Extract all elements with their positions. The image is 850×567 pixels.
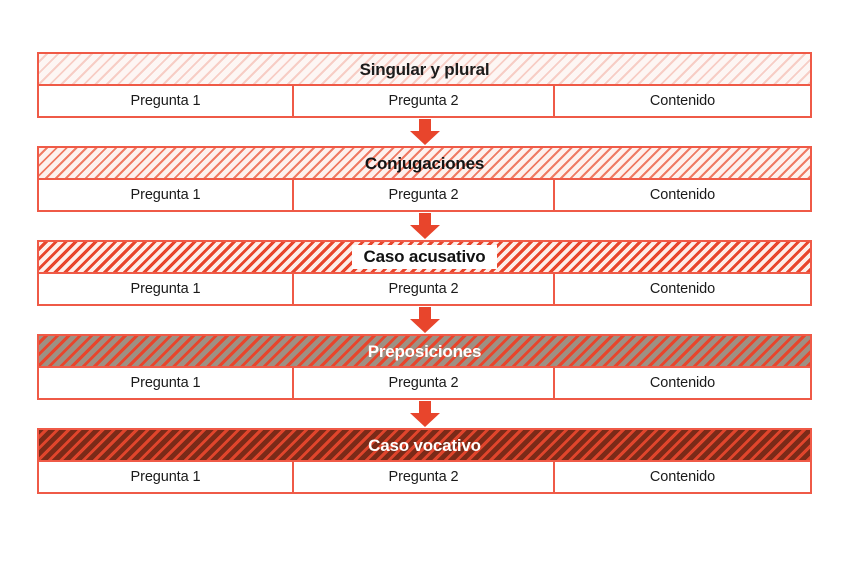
block-header-bar-2[interactable]: Conjugaciones [37,146,812,180]
block-cells-row-4: Pregunta 1 Pregunta 2 Contenido [37,368,812,400]
block-header-bar-1[interactable]: Singular y plural [37,52,812,86]
hatch-pattern-4 [39,336,810,366]
cell-pregunta-2-block-3[interactable]: Pregunta 2 [294,274,555,304]
hatch-pattern-5 [39,430,810,460]
hatch-pattern-2 [39,148,810,178]
diagram-block-3: Caso acusativo Pregunta 1 Pregunta 2 Con… [37,240,812,306]
cell-contenido-block-4[interactable]: Contenido [649,375,716,391]
block-cells-row-3: Pregunta 1 Pregunta 2 Contenido [37,274,812,306]
connector-2-to-3 [37,212,812,240]
cell-pregunta-2-block-2[interactable]: Pregunta 2 [294,180,555,210]
cell-pregunta-1-block-3[interactable]: Pregunta 1 [39,274,294,304]
block-title-4: Preposiciones [367,341,482,361]
diagram-block-4: Preposiciones Pregunta 1 Pregunta 2 Cont… [37,334,812,400]
arrow-down-icon [409,307,440,333]
block-title-5: Caso vocativo [368,435,481,455]
block-header-bar-3[interactable]: Caso acusativo [37,240,812,274]
block-cells-row-5: Pregunta 1 Pregunta 2 Contenido [37,462,812,494]
block-title-2: Conjugaciones [364,153,485,173]
arrow-down-icon [409,119,440,145]
block-header-bar-5[interactable]: Caso vocativo [37,428,812,462]
block-title-3: Caso acusativo [351,245,498,269]
block-cells-row-2: Pregunta 1 Pregunta 2 Contenido [37,180,812,212]
cell-pregunta-1-block-5[interactable]: Pregunta 1 [39,462,294,492]
cell-pregunta-2-block-5[interactable]: Pregunta 2 [294,462,555,492]
arrow-down-icon [409,401,440,427]
block-header-bar-4[interactable]: Preposiciones [37,334,812,368]
cell-pregunta-2-block-4[interactable]: Pregunta 2 [294,368,555,398]
connector-1-to-2 [37,118,812,146]
block-title-1: Singular y plural [359,59,490,79]
arrow-down-icon [409,213,440,239]
cell-contenido-block-5[interactable]: Contenido [649,469,716,485]
connector-4-to-5 [37,400,812,428]
progression-diagram: Singular y plural Pregunta 1 Pregunta 2 … [37,52,812,494]
cell-pregunta-2-block-1[interactable]: Pregunta 2 [294,86,555,116]
block-cells-row-1: Pregunta 1 Pregunta 2 Contenido [37,86,812,118]
diagram-block-1: Singular y plural Pregunta 1 Pregunta 2 … [37,52,812,118]
diagram-block-5: Caso vocativo Pregunta 1 Pregunta 2 Cont… [37,428,812,494]
hatch-pattern-1 [39,54,810,84]
cell-contenido-block-3[interactable]: Contenido [649,281,716,297]
cell-pregunta-1-block-2[interactable]: Pregunta 1 [39,180,294,210]
cell-contenido-block-2[interactable]: Contenido [649,187,716,203]
cell-pregunta-1-block-1[interactable]: Pregunta 1 [39,86,294,116]
cell-contenido-block-1[interactable]: Contenido [649,93,716,109]
connector-3-to-4 [37,306,812,334]
diagram-block-2: Conjugaciones Pregunta 1 Pregunta 2 Cont… [37,146,812,212]
cell-pregunta-1-block-4[interactable]: Pregunta 1 [39,368,294,398]
